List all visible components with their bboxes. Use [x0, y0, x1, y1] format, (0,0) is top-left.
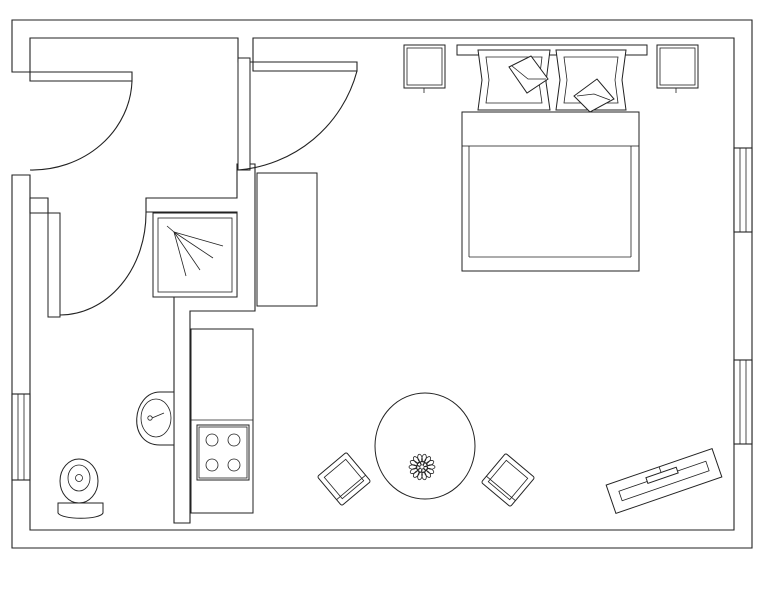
tv-bench — [605, 447, 723, 515]
entrance-door — [29, 57, 358, 171]
window-right-lower — [733, 359, 753, 445]
toilet — [57, 458, 104, 519]
outer-wall — [11, 19, 753, 549]
entrance-wall-right — [252, 61, 358, 72]
bathroom-door — [47, 211, 147, 318]
pillow-right — [555, 49, 627, 113]
bed-frame — [461, 111, 640, 272]
round-table — [374, 392, 476, 500]
entrance-door-swing-right — [237, 70, 358, 171]
nightstand-left — [403, 44, 446, 93]
bathroom-door-swing — [59, 211, 147, 316]
window-right-upper — [733, 147, 753, 233]
bed-duvet-fold — [461, 111, 640, 147]
double-bed — [456, 44, 648, 272]
vase-bud — [422, 462, 428, 468]
bathroom-top-wall — [29, 197, 49, 214]
shower-spray — [173, 231, 224, 277]
kitchen-counter — [190, 328, 254, 514]
entrance-door-leaf — [237, 57, 251, 171]
nightstand-right — [656, 44, 699, 93]
washbasin — [136, 391, 175, 446]
bed-headboard — [456, 44, 648, 56]
armchair-left — [317, 452, 371, 506]
entrance-wall-left — [29, 71, 133, 82]
wardrobe — [256, 172, 318, 307]
windows — [11, 147, 753, 481]
flower-vase — [408, 453, 436, 481]
entrance-door-swing-left — [29, 80, 133, 171]
bathroom-door-leaf — [47, 212, 61, 318]
window-left — [11, 393, 31, 481]
vase-bud — [421, 468, 426, 474]
pillow-left — [477, 49, 551, 111]
armchair-right — [481, 453, 535, 507]
cooktop — [196, 424, 250, 481]
shower — [152, 212, 238, 298]
vase-petal — [425, 460, 435, 467]
